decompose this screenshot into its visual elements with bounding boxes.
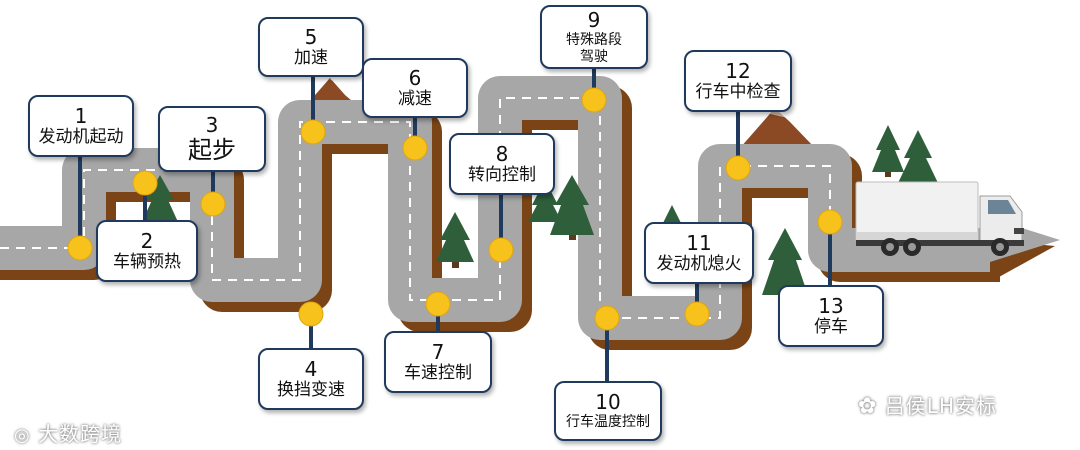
tree bbox=[762, 228, 808, 295]
step-marker-2 bbox=[132, 170, 158, 196]
step-card-6: 6 减速 bbox=[362, 58, 468, 118]
mountain bbox=[740, 108, 815, 148]
step-marker-5 bbox=[300, 119, 326, 145]
step-label: 起步 bbox=[188, 135, 236, 164]
step-marker-10 bbox=[594, 305, 620, 331]
step-number: 11 bbox=[686, 230, 712, 255]
step-marker-7 bbox=[425, 291, 451, 317]
step-label: 行车温度控制 bbox=[566, 414, 650, 431]
step-number: 13 bbox=[818, 293, 844, 318]
step-label: 加速 bbox=[294, 47, 328, 68]
step-number: 2 bbox=[140, 228, 154, 253]
step-number: 1 bbox=[74, 103, 88, 128]
step-number: 8 bbox=[495, 141, 509, 166]
tree-trunk bbox=[452, 262, 459, 268]
watermark-left: ◎ 大数跨境 bbox=[14, 418, 122, 447]
step-card-4: 4 换挡变速 bbox=[258, 348, 364, 410]
step-label: 车速控制 bbox=[404, 362, 472, 383]
tree-trunk bbox=[569, 235, 576, 240]
step-label: 发动机起动 bbox=[38, 126, 124, 147]
step-card-13: 13 停车 bbox=[778, 285, 884, 347]
step-card-9: 9 特殊路段驾驶 bbox=[540, 5, 648, 69]
step-number: 3 bbox=[205, 112, 219, 137]
step-number: 9 bbox=[587, 8, 601, 33]
watermark-right-text: 吕侯LH安标 bbox=[884, 394, 997, 418]
road-lane-line bbox=[0, 97, 1000, 319]
step-card-10: 10 行车温度控制 bbox=[554, 381, 662, 441]
step-number: 6 bbox=[408, 65, 422, 90]
tree bbox=[662, 205, 682, 225]
tree bbox=[142, 175, 178, 222]
step-number: 12 bbox=[725, 58, 751, 83]
step-marker-3 bbox=[200, 191, 226, 217]
tree bbox=[550, 175, 594, 235]
step-card-1: 1 发动机起动 bbox=[28, 95, 134, 157]
step-number: 4 bbox=[304, 356, 318, 381]
step-number: 10 bbox=[595, 390, 621, 415]
step-marker-11 bbox=[684, 301, 710, 327]
tree bbox=[898, 130, 938, 183]
step-label: 减速 bbox=[398, 88, 432, 109]
watermark-left-text: 大数跨境 bbox=[38, 422, 123, 446]
watermark-right: ✿ 吕侯LH安标 bbox=[858, 390, 997, 419]
step-marker-6 bbox=[402, 135, 428, 161]
step-number: 7 bbox=[431, 339, 445, 364]
step-marker-1 bbox=[67, 235, 93, 261]
step-label: 停车 bbox=[814, 316, 848, 337]
tree bbox=[872, 125, 904, 172]
step-number: 5 bbox=[304, 24, 318, 49]
step-label: 车辆预热 bbox=[113, 251, 181, 272]
step-card-12: 12 行车中检查 bbox=[684, 50, 792, 112]
watermark-logo-icon: ◎ bbox=[14, 425, 31, 446]
tree bbox=[436, 212, 474, 262]
step-card-7: 7 车速控制 bbox=[384, 331, 492, 393]
step-marker-8 bbox=[488, 237, 514, 263]
step-marker-9 bbox=[581, 87, 607, 113]
step-label: 行车中检查 bbox=[695, 81, 781, 102]
step-marker-12 bbox=[725, 155, 751, 181]
step-label: 发动机熄火 bbox=[656, 253, 742, 274]
truck bbox=[855, 181, 1024, 256]
step-label: 转向控制 bbox=[468, 164, 536, 185]
tree bbox=[528, 180, 562, 222]
step-label: 换挡变速 bbox=[277, 379, 345, 400]
tree-trunk bbox=[885, 172, 891, 177]
step-card-5: 5 加速 bbox=[258, 17, 364, 77]
wechat-icon: ✿ bbox=[858, 394, 878, 419]
step-card-11: 11 发动机熄火 bbox=[644, 222, 754, 284]
step-card-2: 2 车辆预热 bbox=[96, 220, 198, 282]
step-card-3: 3 起步 bbox=[158, 106, 266, 172]
step-marker-4 bbox=[298, 301, 324, 327]
step-label: 特殊路段驾驶 bbox=[566, 32, 622, 65]
step-card-8: 8 转向控制 bbox=[449, 133, 555, 195]
step-marker-13 bbox=[817, 209, 843, 235]
